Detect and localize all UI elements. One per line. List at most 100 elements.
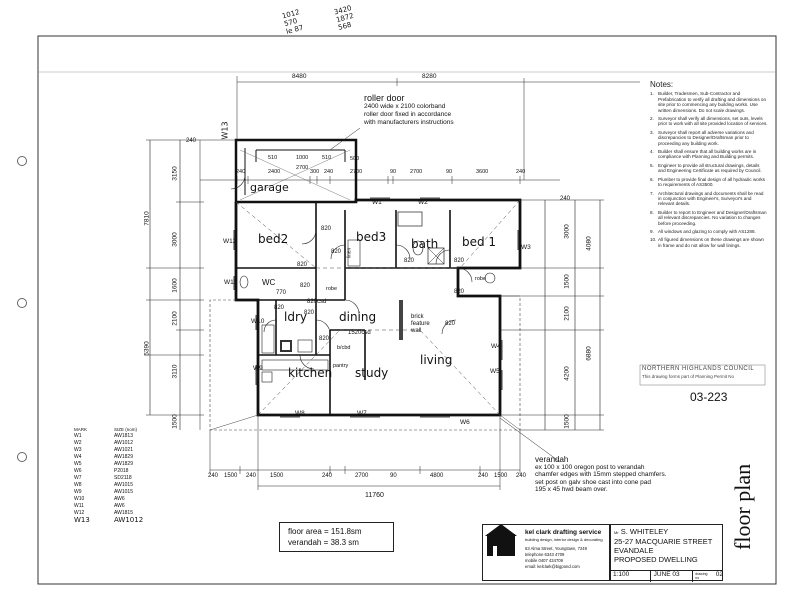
schedule-col-size: SIZE (nom) [114,427,138,432]
dim-label: 240 [236,169,246,175]
verandah-line: ex 100 x 100 oregon post to verandah [535,463,645,471]
dim-bottom-row: 240 1500 240 1500 240 2700 90 4800 240 1… [208,473,530,483]
date-value: JUNE 03 [651,571,694,582]
title-block-client: Mr S. WHITELEY 25-27 MACQUARIE STREET EV… [610,524,723,581]
note-item: 4.Builder shall ensure that all building… [650,149,768,160]
drawing-no: 02 [715,571,723,578]
window-w2: W2 [418,199,428,206]
dim-right: 240 [560,196,571,202]
area-summary-box: floor area = 151.8sm verandah = 38.3 sm [279,522,394,552]
dim-total-width: 11760 [365,492,384,499]
dim-label: 300 [310,169,320,175]
dim-label: 90 [446,169,453,175]
dim-right: 1500 [563,274,571,289]
dim-left: 3150 [171,166,179,181]
door-width: 820csd [307,299,327,305]
dim-label: 2700 [410,169,423,175]
brick-line: wall [411,328,422,334]
inner-dim: 500 [350,156,360,162]
punch-hole-top [17,156,27,166]
schedule-col-mark: MARK [74,427,88,432]
dim-top-2: 8280 [422,73,437,80]
room-label-bed2: bed2 [258,232,289,246]
dim-right: 2100 [563,306,571,321]
inner-dim: 510 [268,155,278,161]
dim-left: 1500 [171,414,179,429]
room-label-bkfast: b/cbd [337,345,351,351]
dim-label: 240 [324,169,334,175]
room-label-study: study [355,366,389,380]
dim-label: 1500 [224,473,238,479]
dim-left: 3000 [171,232,179,247]
floor-area: floor area = 151.8sm [288,527,362,536]
dim-right: 1500 [563,414,571,429]
window-w6: W6 [460,419,470,426]
dim-label: 1500 [494,473,508,479]
note-text: Surveyor shall verify all dimensions, se… [658,116,768,127]
dim-label: 90 [390,169,397,175]
note-item: 3.Surveyor shall report all adverse vari… [650,130,768,146]
note-item: 6.Plumber to provide final design of all… [650,177,768,188]
drawing-no-label: drawing no [695,572,708,580]
client-town: EVANDALE [614,546,654,555]
inner-dim: 2700 [296,165,309,171]
roller-door-line: with manufacturers instructions [364,119,454,126]
room-label-bath: bath [411,237,439,251]
dim-label: 2700 [355,473,369,479]
dim-top-1: 8480 [292,73,307,80]
dim-label: 240 [516,473,527,479]
room-label-wc: WC [262,278,276,287]
note-text: Architectural drawings and documents sha… [658,190,764,207]
company-mobile: mobile 0407 434709 [525,558,563,563]
dim-left: 3110 [171,364,179,379]
verandah-line: set post on galv shoe cast into cone pad [535,478,651,486]
note-text: Builder shall ensure that all building w… [658,149,757,160]
door-width: 820 [319,336,330,342]
room-label-kitchen: kitchen [288,366,333,380]
door-width: 820 [331,249,342,255]
door-width: 820 [274,305,285,311]
dim-left: 240 [186,138,197,144]
dim-label: 240 [478,473,489,479]
punch-hole-bottom [17,452,27,462]
client-name: S. WHITELEY [620,527,669,536]
window-w1: W1 [372,199,382,206]
note-text: All windows and glazing to comply with A… [658,228,756,234]
door-width: 820 [445,321,456,327]
company-phone: telephone 6343 4709 [525,552,565,557]
dim-left: 1600 [171,278,179,293]
punch-hole-middle [17,298,27,308]
dim-label: 1500 [270,473,284,479]
room-label-linen: linen [346,247,353,259]
room-label-bed3: bed3 [356,230,387,244]
verandah-title: verandah [535,455,569,464]
house-logo-icon [485,524,517,556]
company-address: 63 Alma Street, Youngtown, 7249 [525,546,587,551]
door-width: 820 [404,258,415,264]
room-label-dining: dining [339,310,377,324]
door-width: 1520csd [348,330,371,336]
dim-label: 240 [322,473,333,479]
window-w7: W7 [357,410,367,417]
dim-right: 4080 [585,236,593,251]
dim-label: 90 [390,473,397,479]
roller-door-note: roller door 2400 wide x 2100 colorband r… [364,93,454,127]
inner-dim: 510 [322,155,332,161]
title-block-company: kel clark drafting service building desi… [482,524,610,581]
window-w13: W13 [220,121,230,140]
title-block-scale-row: 1:100 JUNE 03 drawing no 02 [610,570,723,582]
door-width: 770 [276,290,287,296]
note-item: 2.Surveyor shall verify all dimensions, … [650,116,768,127]
dim-label: 3600 [476,169,489,175]
project-name: PROPOSED DWELLING [614,555,698,564]
council-permit-text: This drawing forms part of Planning Perm… [642,374,735,379]
verandah-line: 195 x 45 hwd beam over. [535,486,608,493]
